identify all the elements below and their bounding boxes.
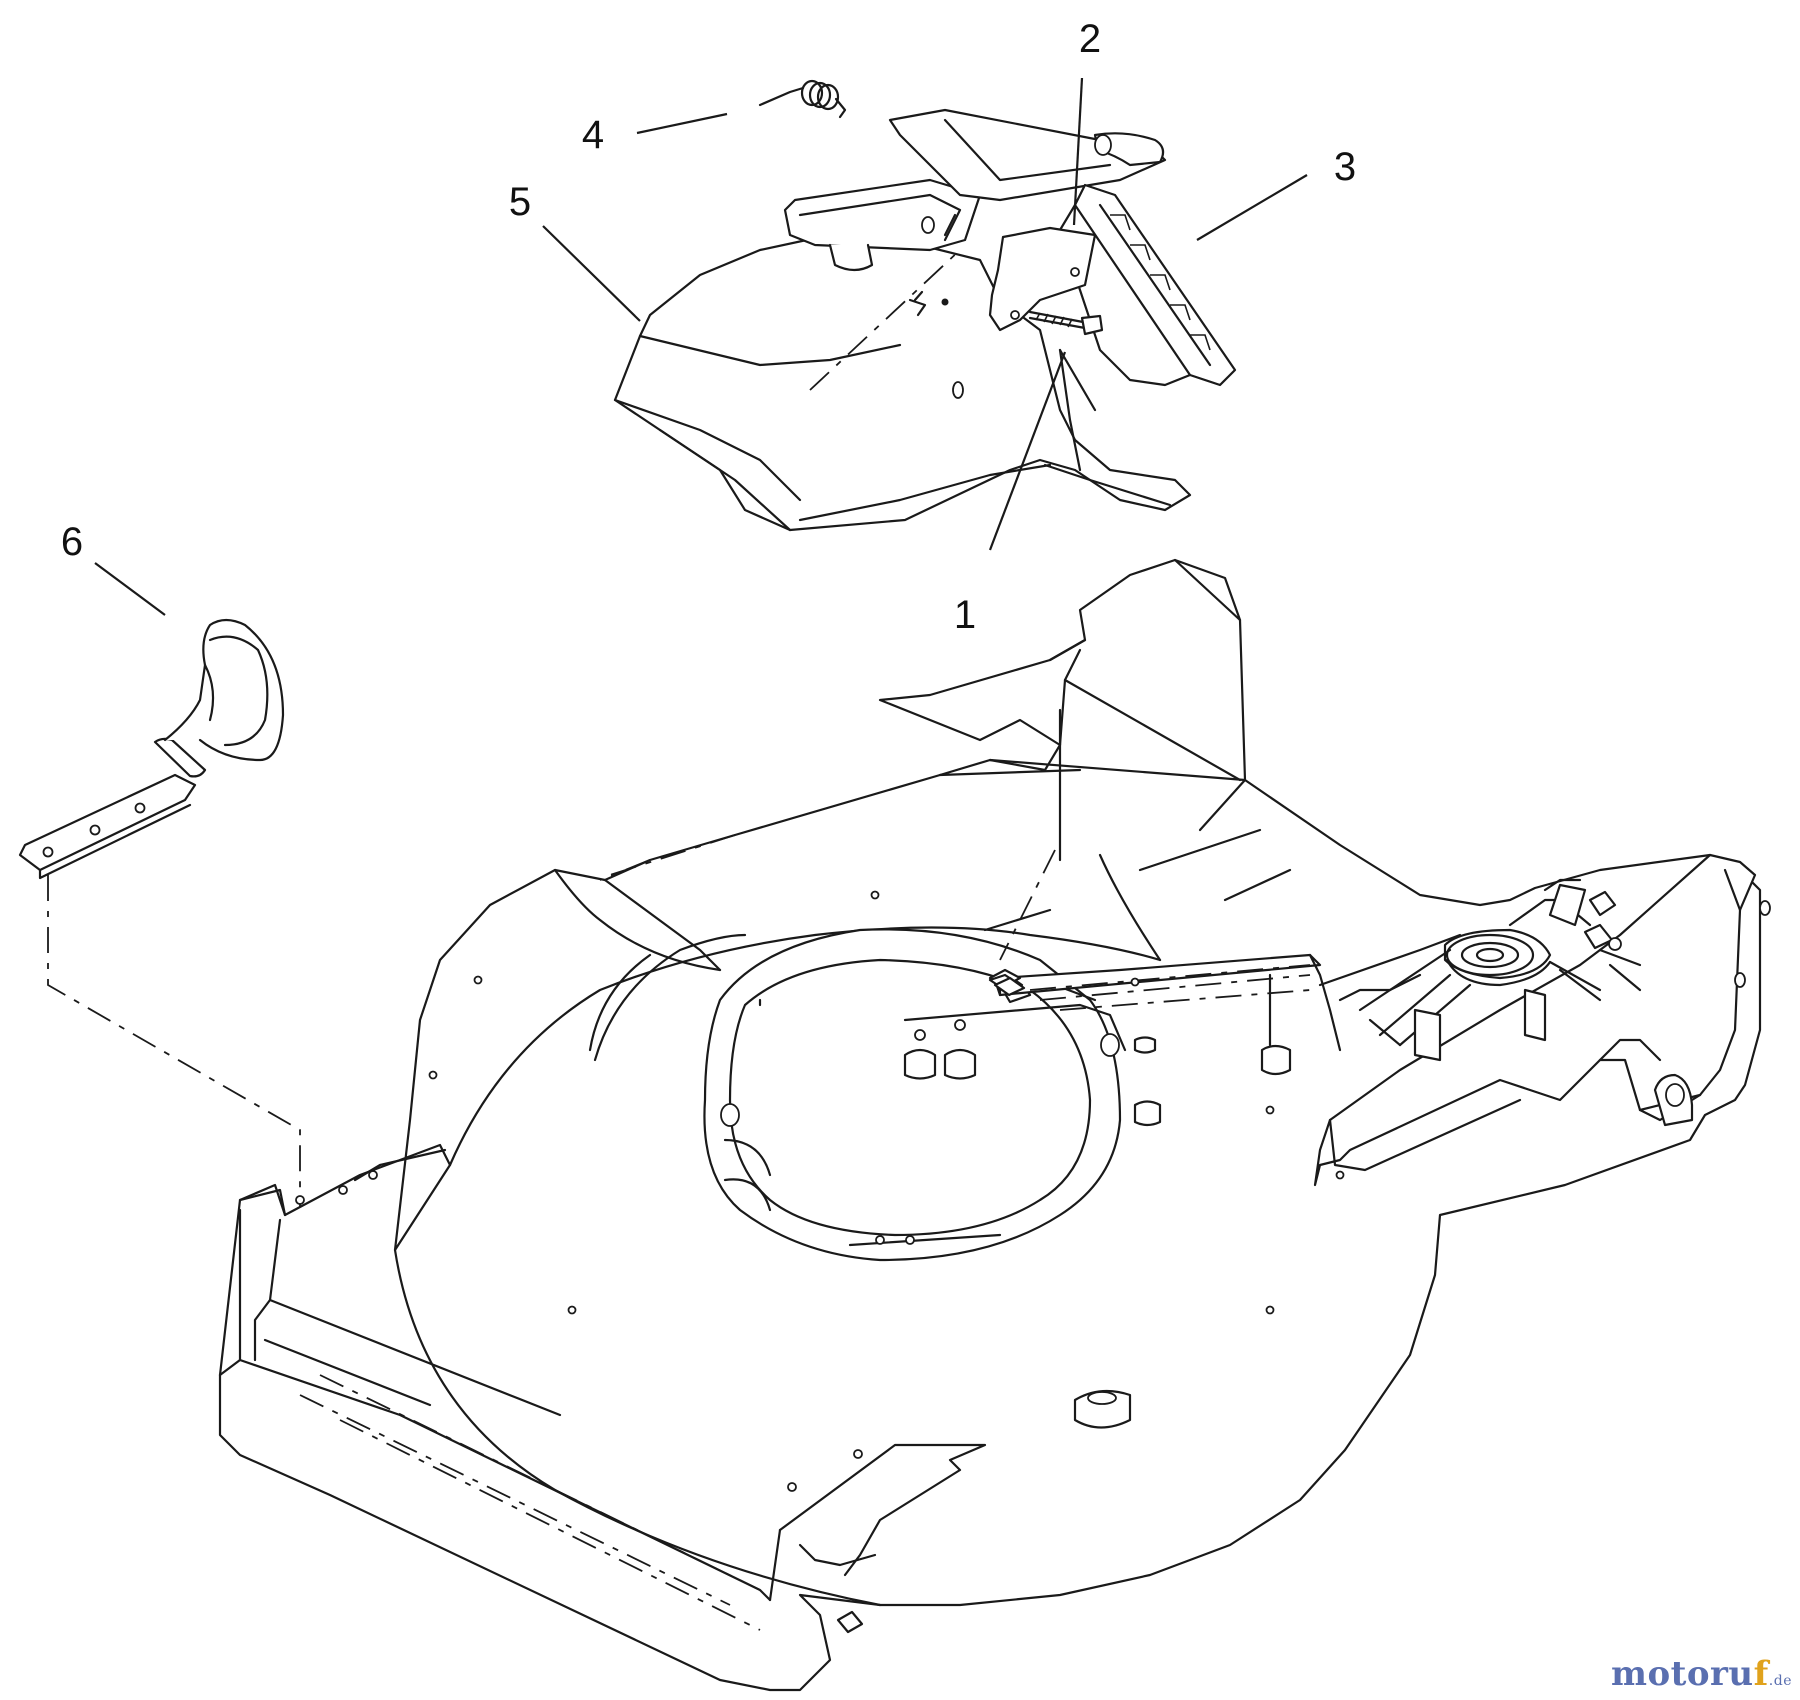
torsion-spring-icon: [758, 79, 847, 119]
screw-icon: [1028, 310, 1104, 336]
watermark-accent: f: [1753, 1654, 1769, 1694]
chute-handle: [783, 178, 982, 272]
callout-4: 4: [582, 113, 604, 157]
rear-door-icon: [888, 108, 1237, 387]
watermark-main: motoru: [1610, 1654, 1754, 1694]
leader-line-6: [94, 562, 166, 616]
leader-line-1: [988, 351, 1067, 551]
mower-deck-housing-icon: [218, 558, 1771, 1692]
watermark-tld: .de: [1768, 1673, 1792, 1689]
bracket-plate-icon: [988, 226, 1097, 332]
callout-1: 1: [954, 593, 976, 637]
callout-2: 2: [1079, 17, 1101, 61]
pin-handle-icon: [18, 618, 285, 880]
leader-line-4: [636, 112, 728, 135]
callout-5: 5: [509, 180, 531, 224]
leader-line-2: [1072, 77, 1084, 226]
watermark-logo: motoruf.de: [1611, 1654, 1792, 1694]
leader-lines: [94, 77, 1308, 616]
callout-6: 6: [61, 520, 83, 564]
leader-line-5: [542, 225, 641, 322]
leader-line-3: [1196, 174, 1308, 241]
callout-3: 3: [1334, 145, 1356, 189]
discharge-chute-icon: [613, 233, 1192, 532]
